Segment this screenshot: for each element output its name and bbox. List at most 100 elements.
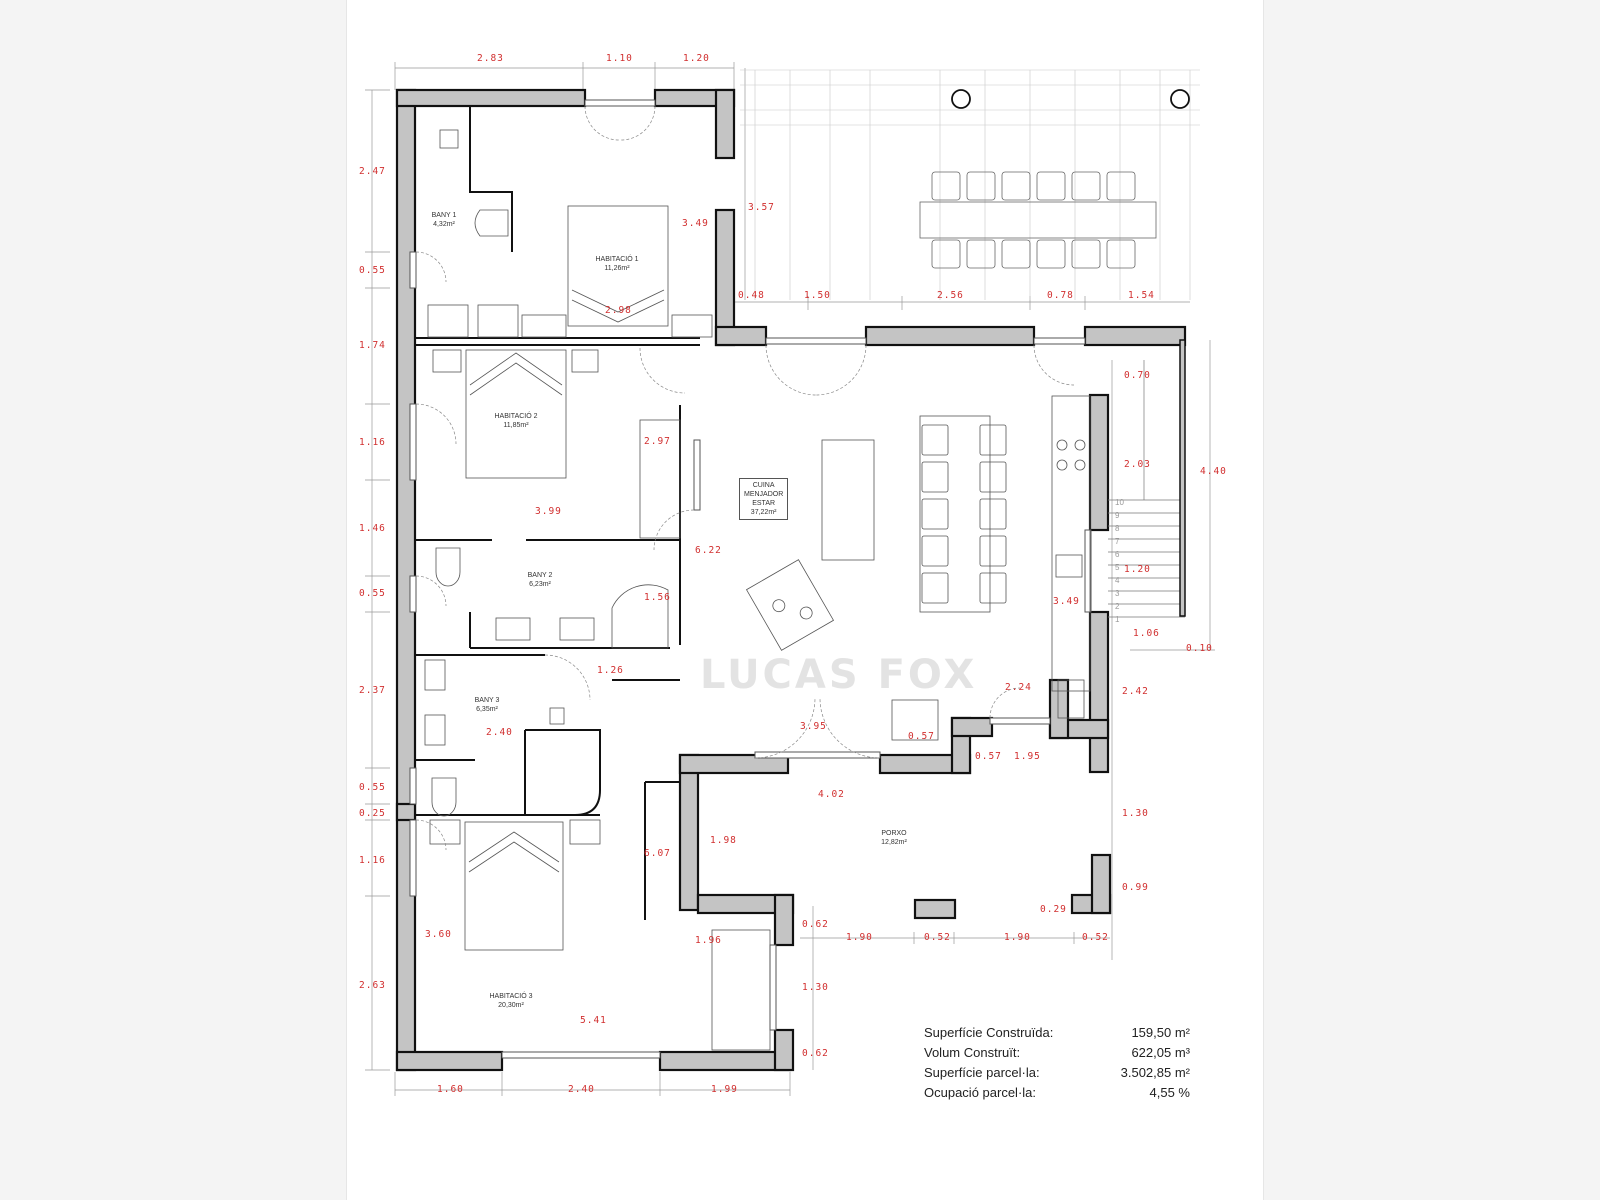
- dim-interior: 2.40: [486, 727, 513, 738]
- walls: [395, 88, 1187, 1072]
- room-habitacio3: HABITACIÓ 3 20,30m²: [461, 992, 561, 1010]
- dim-left: 2.47: [359, 166, 386, 177]
- dim-interior: 1.26: [597, 665, 624, 676]
- dim-top: 1.10: [606, 53, 633, 64]
- dim-interior: 2.97: [644, 436, 671, 447]
- dim-porch-bottom: 1.90: [1004, 932, 1031, 943]
- dim-right: 1.20: [1124, 564, 1151, 575]
- fixtures: [424, 129, 1091, 1051]
- dim-interior: 0.62: [802, 919, 829, 930]
- dim-interior: 1.95: [1014, 751, 1041, 762]
- summary-value: 159,50 m²: [1131, 1025, 1190, 1040]
- dim-interior: 3.60: [425, 929, 452, 940]
- dim-terrace: 0.48: [738, 290, 765, 301]
- room-area: 6,35m²: [476, 706, 498, 713]
- dim-interior: 4.02: [818, 789, 845, 800]
- dim-interior: 1.98: [710, 835, 737, 846]
- stair-step-number: 5: [1115, 563, 1120, 572]
- dim-bottom: 1.60: [437, 1084, 464, 1095]
- dim-terrace: 1.54: [1128, 290, 1155, 301]
- outdoor-dining-set: [919, 171, 1157, 269]
- dim-interior: 5.41: [580, 1015, 607, 1026]
- room-area: 20,30m²: [498, 1002, 524, 1009]
- staircase: [1108, 360, 1185, 618]
- stair-step-number: 1: [1115, 615, 1120, 624]
- dim-right: 3.49: [1053, 596, 1080, 607]
- dim-left: 1.16: [359, 855, 386, 866]
- room-name: BANY 2: [527, 572, 553, 579]
- dim-interior: 0.29: [1040, 904, 1067, 915]
- stair-wall: [1179, 339, 1186, 617]
- summary-row: Superfície Construïda:159,50 m²: [924, 1023, 1190, 1043]
- room-area: 12,82m²: [881, 839, 907, 846]
- dim-interior: 3.57: [748, 202, 775, 213]
- dim-right: 2.03: [1124, 459, 1151, 470]
- dim-left: 0.25: [359, 808, 386, 819]
- dim-right: 0.70: [1124, 370, 1151, 381]
- dim-right: 1.30: [1122, 808, 1149, 819]
- dim-interior: 0.62: [802, 1048, 829, 1059]
- dim-left: 0.55: [359, 782, 386, 793]
- dim-interior: 1.56: [644, 592, 671, 603]
- pergola-grid: [740, 69, 1200, 300]
- room-area: 4,32m²: [433, 221, 455, 228]
- room-bany3: BANY 3 6,35m²: [437, 696, 537, 714]
- dim-top: 2.83: [477, 53, 504, 64]
- room-name: BANY 3: [474, 697, 500, 704]
- dim-interior: 1.30: [802, 982, 829, 993]
- partitions: [415, 106, 700, 920]
- room-area: 37,22m²: [750, 509, 777, 516]
- stair-step-number: 7: [1115, 537, 1120, 546]
- room-porxo: PORXO 12,82m²: [844, 829, 944, 847]
- dim-left: 1.16: [359, 437, 386, 448]
- dim-interior: 6.22: [695, 545, 722, 556]
- room-area: 11,26m²: [604, 265, 630, 272]
- stair-step-number: 6: [1115, 550, 1120, 559]
- dim-interior: 3.99: [535, 506, 562, 517]
- room-name-line2: MENJADOR: [744, 491, 784, 498]
- dim-interior: 2.98: [605, 305, 632, 316]
- summary-value: 622,05 m³: [1131, 1045, 1190, 1060]
- area-summary-table: Superfície Construïda:159,50 m² Volum Co…: [924, 1023, 1190, 1103]
- summary-value: 3.502,85 m²: [1120, 1065, 1190, 1080]
- dim-right: 0.99: [1122, 882, 1149, 893]
- dim-interior: 3.49: [682, 218, 709, 229]
- dim-porch-bottom: 1.90: [846, 932, 873, 943]
- dim-porch-bottom: 0.52: [1082, 932, 1109, 943]
- dim-bottom: 2.40: [568, 1084, 595, 1095]
- summary-row: Volum Construït:622,05 m³: [924, 1043, 1190, 1063]
- room-habitacio1: HABITACIÓ 1 11,26m²: [567, 255, 667, 273]
- pergola-column: [1170, 89, 1190, 109]
- dim-bottom: 1.99: [711, 1084, 738, 1095]
- door-swings: [415, 105, 1075, 851]
- dim-left: 0.55: [359, 265, 386, 276]
- pergola-column: [951, 89, 971, 109]
- dim-left: 2.37: [359, 685, 386, 696]
- dim-top: 1.20: [683, 53, 710, 64]
- dim-terrace: 0.78: [1047, 290, 1074, 301]
- room-area: 11,85m²: [503, 422, 529, 429]
- dim-porch-bottom: 0.52: [924, 932, 951, 943]
- dim-interior: 0.57: [975, 751, 1002, 762]
- stair-step-number: 9: [1115, 511, 1120, 520]
- dim-right: 2.42: [1122, 686, 1149, 697]
- dim-interior: 2.24: [1005, 682, 1032, 693]
- room-habitacio2: HABITACIÓ 2 11,85m²: [466, 412, 566, 430]
- dim-left: 2.63: [359, 980, 386, 991]
- dim-right: 1.06: [1133, 628, 1160, 639]
- room-name-line1: CUINA: [752, 482, 775, 489]
- dim-terrace: 1.50: [804, 290, 831, 301]
- dim-terrace: 2.56: [937, 290, 964, 301]
- summary-value: 4,55 %: [1149, 1085, 1190, 1100]
- windows: [409, 99, 1092, 1059]
- room-name: BANY 1: [431, 212, 457, 219]
- dim-right: 0.10: [1186, 643, 1213, 654]
- room-name: PORXO: [881, 830, 907, 837]
- room-area: 6,23m²: [529, 581, 551, 588]
- summary-row: Superfície parcel·la: 3.502,85 m²: [924, 1063, 1190, 1083]
- dim-interior: 3.95: [800, 721, 827, 732]
- watermark-logo: LUCAS FOX: [700, 652, 978, 698]
- summary-label: Superfície parcel·la:: [924, 1065, 1040, 1080]
- dim-interior: 1.96: [695, 935, 722, 946]
- stair-step-number: 4: [1115, 576, 1120, 585]
